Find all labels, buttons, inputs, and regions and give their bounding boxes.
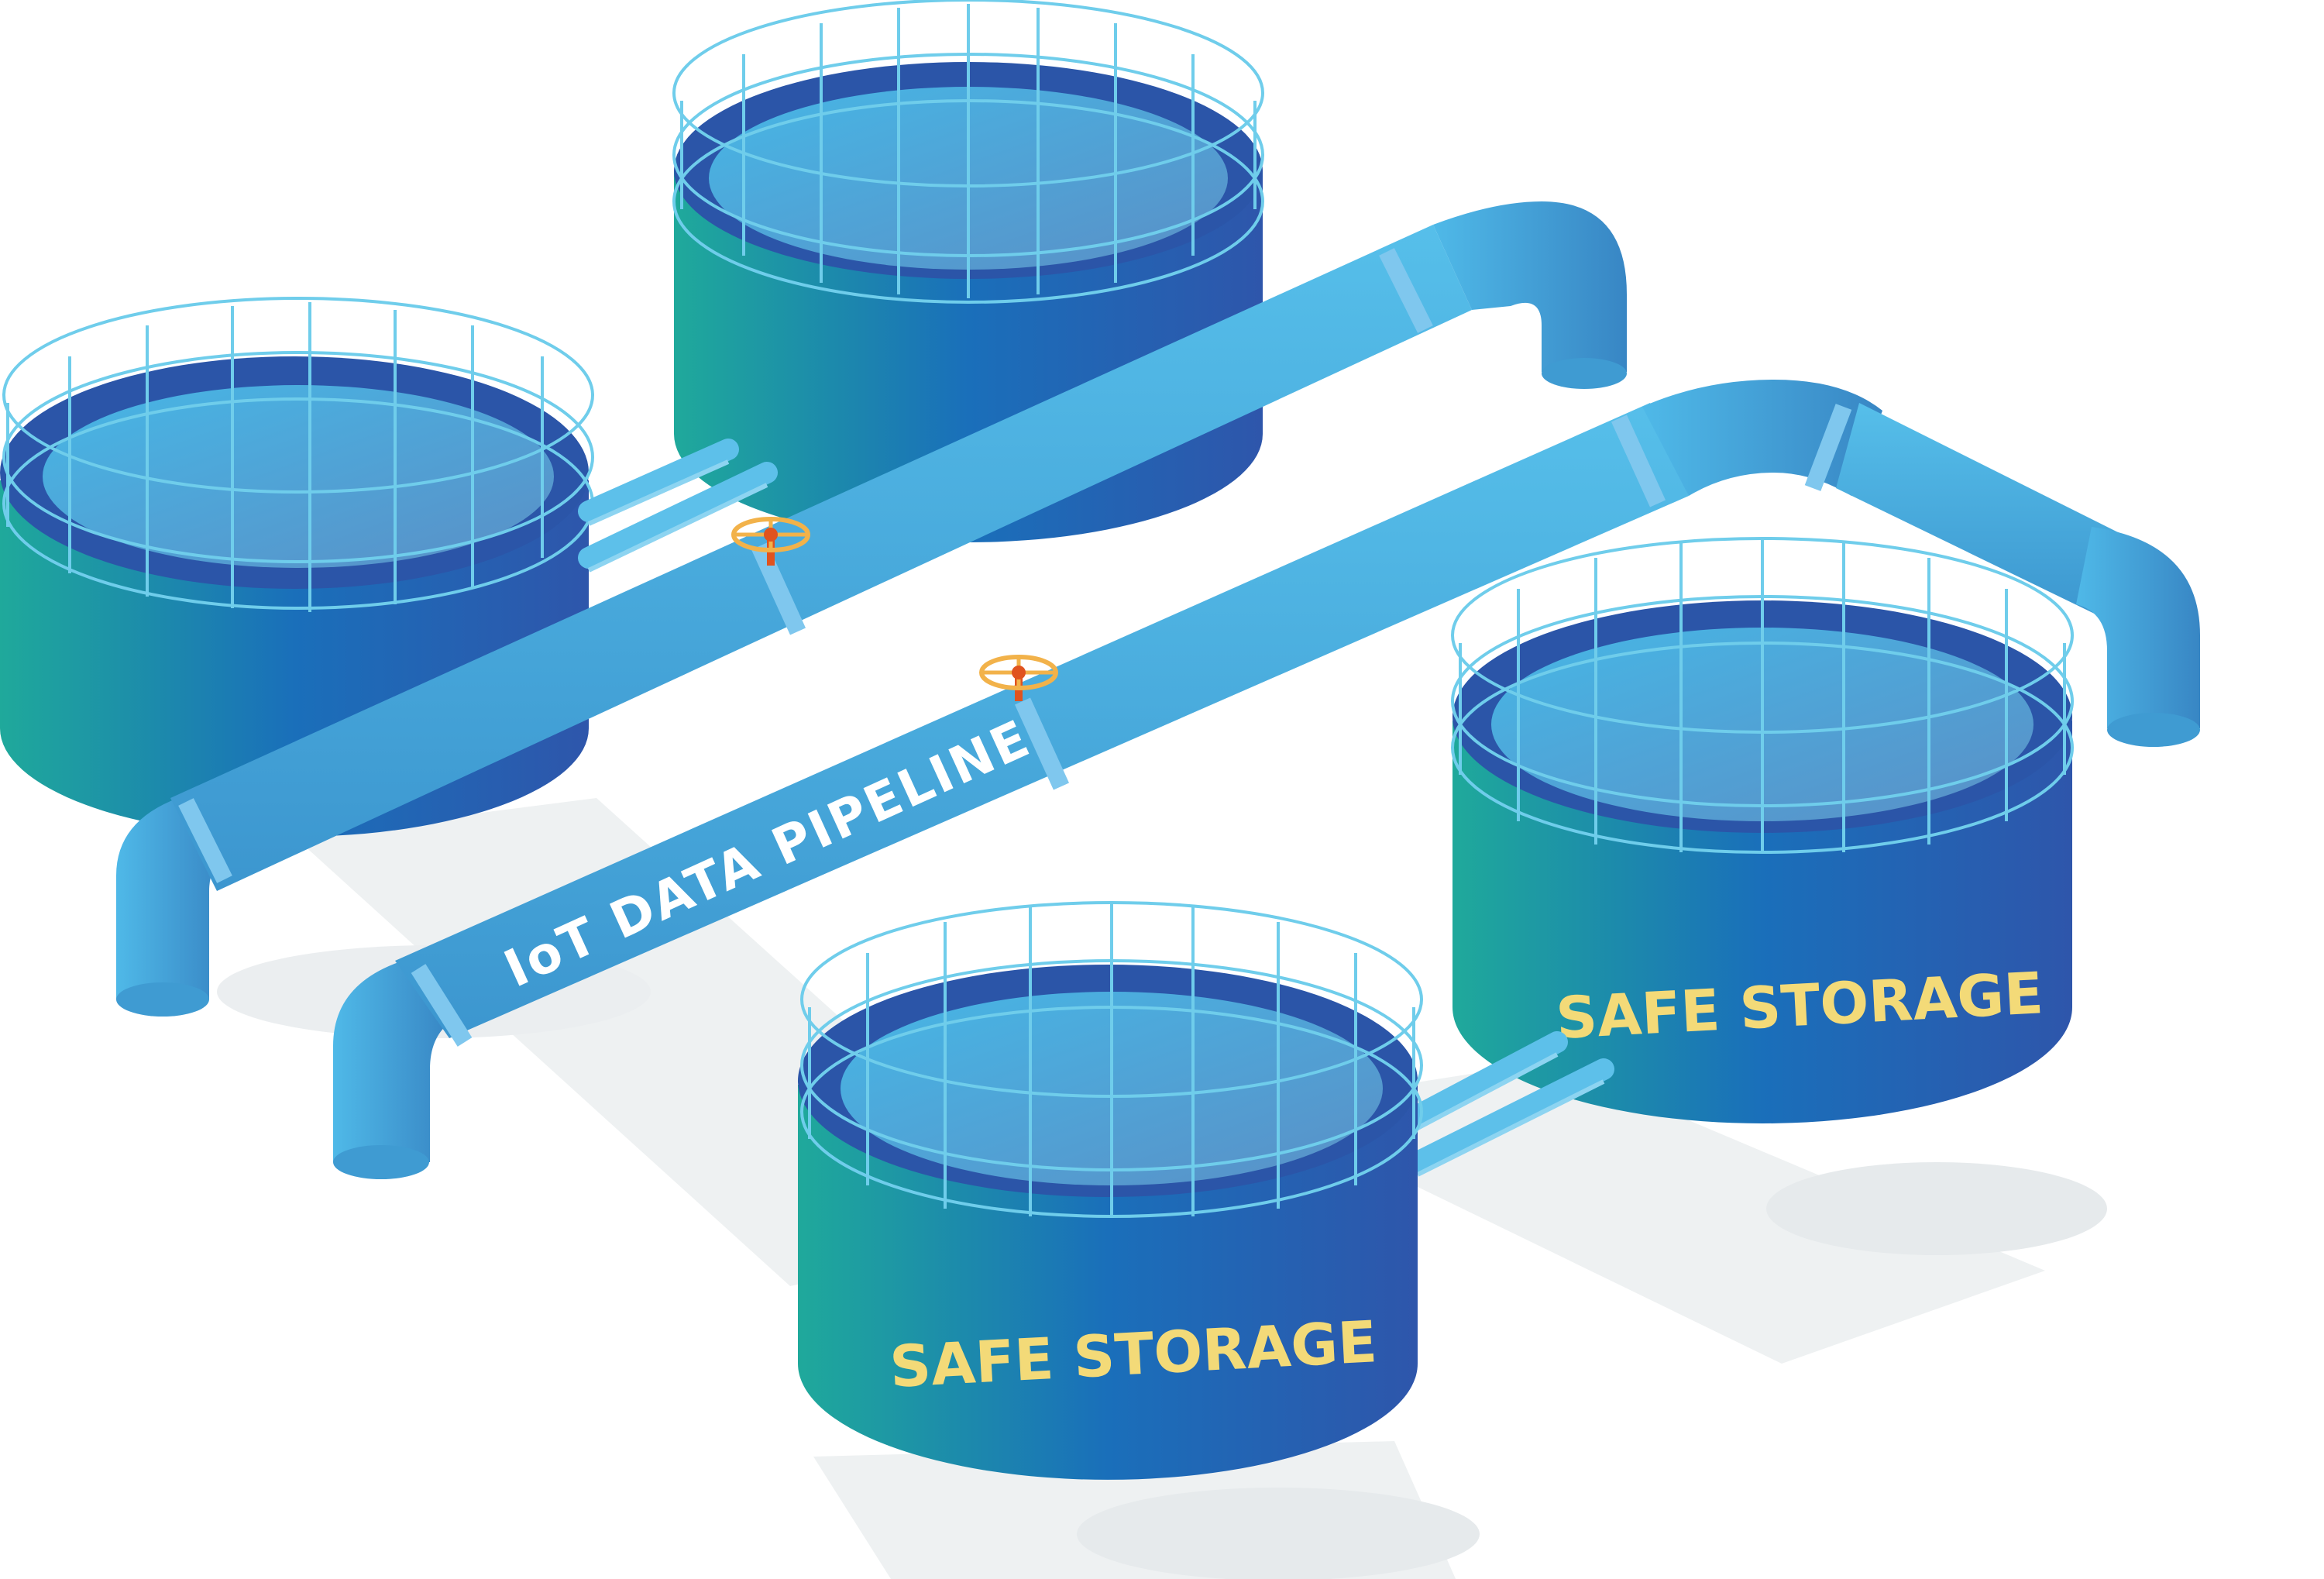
storage-tank-right: SAFE STORAGE — [1451, 537, 2074, 1123]
railing-icon — [800, 901, 1423, 1218]
railing-icon — [672, 0, 1264, 304]
storage-tank-front: SAFE STORAGE — [798, 901, 1423, 1480]
pipe-icon — [116, 201, 1627, 1017]
valve-icon — [979, 655, 1058, 701]
connector-pipe-front — [1407, 1031, 1614, 1177]
railing-icon — [1451, 537, 2074, 854]
valve-icon — [731, 517, 810, 566]
connector-pipe-back — [578, 439, 778, 573]
